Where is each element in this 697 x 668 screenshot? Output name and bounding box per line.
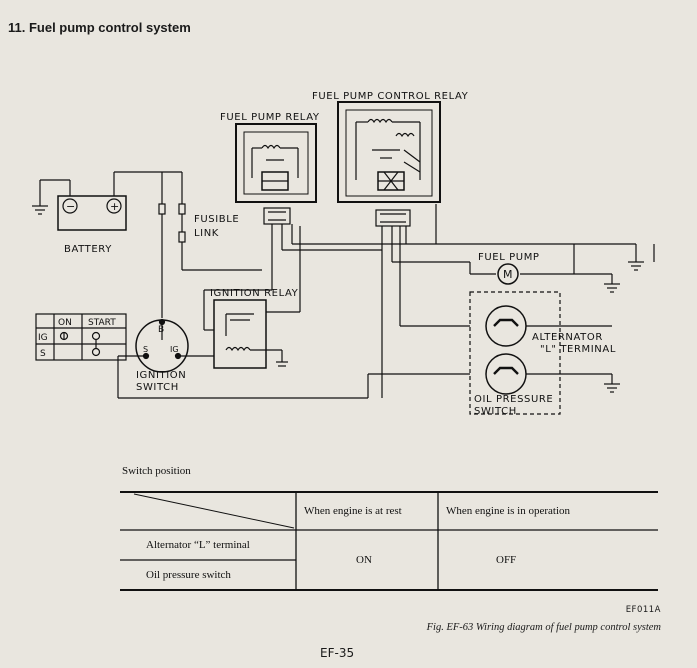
table-title: Switch position [122,465,191,477]
fuel-pump-motor [469,244,620,293]
fuel-pump-label: FUEL PUMP [478,252,540,263]
battery-plus-sign: + [110,200,119,213]
table-row-alternator: Alternator “L” terminal [146,539,250,551]
switch-terminal-ig: IG [170,345,179,354]
fusible-link [158,172,262,318]
ignition-relay [203,226,301,369]
grid-header-start: START [88,318,116,328]
figure-code: EF011A [625,605,661,615]
ignition-switch-label-2: SWITCH [136,382,179,393]
alternator-label-2: "L" TERMINAL [540,344,616,355]
fusible-link-label-1: FUSIBLE [194,214,239,225]
switch-position-grid [35,313,127,361]
fuel-pump-relay [235,123,317,203]
battery-minus-sign: − [66,200,75,213]
table-value-rest: ON [356,554,372,566]
engine-switches [469,291,620,415]
oil-pressure-label-2: SWITCH [474,406,517,417]
table-col-rest: When engine is at rest [304,505,402,517]
switch-terminal-b: B [158,325,164,335]
ignition-relay-label: IGNITION RELAY [210,288,299,299]
fuel-pump-relay-label: FUEL PUMP RELAY [220,112,320,123]
page-number: EF-35 [320,646,355,660]
alternator-label-1: ALTERNATOR [532,332,603,343]
table-col-operation: When engine is in operation [446,505,571,517]
battery-label: BATTERY [64,244,112,255]
ignition-switch-label-1: IGNITION [136,370,186,381]
switch-position-table [120,491,658,591]
table-row-oil: Oil pressure switch [146,569,231,581]
fusible-link-label-2: LINK [194,228,219,239]
fuel-pump-motor-symbol: M [503,268,513,281]
table-value-operation: OFF [496,554,516,566]
harness-wires [203,204,655,398]
switch-terminal-s: S [143,345,148,354]
grid-row-s: S [40,349,46,359]
battery [32,171,182,231]
fuel-pump-control-relay-label: FUEL PUMP CONTROL RELAY [312,91,469,102]
grid-row-ig: IG [38,333,48,343]
relay-connectors [263,207,411,227]
figure-caption: Fig. EF-63 Wiring diagram of fuel pump c… [426,622,661,633]
ignition-switch [117,318,368,399]
section-title: 11. Fuel pump control system [8,20,191,35]
oil-pressure-label-1: OIL PRESSURE [474,394,553,405]
grid-header-on: ON [58,318,72,328]
fuel-pump-control-relay [337,101,441,203]
